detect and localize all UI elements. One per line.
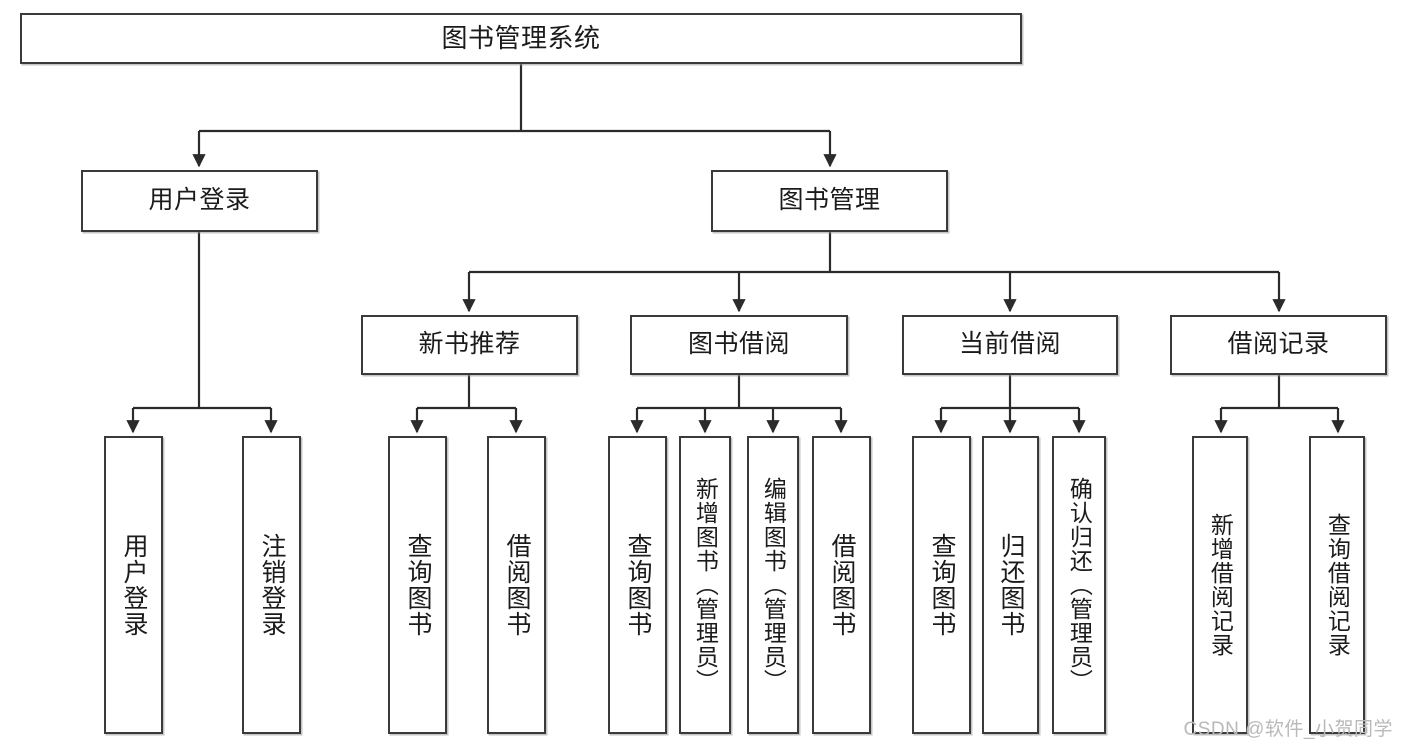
node-new-book-recommend[interactable]: 新书推荐: [361, 315, 578, 375]
node-current-borrow[interactable]: 当前借阅: [902, 315, 1118, 375]
leaf-current-query-book[interactable]: 查询图书: [912, 436, 971, 734]
node-label: 图书管理系统: [441, 23, 601, 54]
leaf-borrow-borrow-book[interactable]: 借阅图书: [812, 436, 871, 734]
node-book-borrow[interactable]: 图书借阅: [630, 315, 848, 375]
node-label: 归还图书: [997, 533, 1025, 637]
leaf-record-add-record[interactable]: 新增借阅记录: [1192, 436, 1248, 734]
leaf-record-query-record[interactable]: 查询借阅记录: [1309, 436, 1365, 734]
node-label: 新增图书（管理员）: [692, 477, 719, 693]
node-label: 编辑图书（管理员）: [760, 477, 787, 693]
leaf-borrow-add-book-admin[interactable]: 新增图书（管理员）: [679, 436, 731, 734]
node-label: 确认归还（管理员）: [1066, 477, 1093, 693]
node-label: 用户登录: [120, 533, 148, 637]
node-label: 新书推荐: [418, 330, 521, 359]
leaf-user-login-login[interactable]: 用户登录: [104, 436, 163, 734]
watermark-text: CSDN @软件_小贺同学: [1183, 719, 1393, 740]
node-label: 图书借阅: [687, 330, 790, 359]
leaf-current-return-book[interactable]: 归还图书: [982, 436, 1039, 734]
node-user-login[interactable]: 用户登录: [81, 170, 318, 232]
node-label: 借阅记录: [1227, 330, 1330, 359]
leaf-recommend-query-book[interactable]: 查询图书: [388, 436, 447, 734]
node-label: 新增借阅记录: [1207, 513, 1234, 657]
node-label: 查询借阅记录: [1324, 513, 1351, 657]
node-label: 注销登录: [258, 533, 286, 637]
node-borrow-record[interactable]: 借阅记录: [1170, 315, 1387, 375]
node-label: 查询图书: [624, 533, 652, 637]
leaf-current-confirm-return-admin[interactable]: 确认归还（管理员）: [1052, 436, 1106, 734]
node-label: 借阅图书: [503, 533, 531, 637]
leaf-borrow-query-book[interactable]: 查询图书: [608, 436, 667, 734]
node-book-management[interactable]: 图书管理: [711, 170, 948, 232]
node-label: 借阅图书: [828, 533, 856, 637]
node-label: 查询图书: [928, 533, 956, 637]
node-root-book-management-system[interactable]: 图书管理系统: [20, 13, 1022, 64]
node-label: 用户登录: [148, 186, 251, 215]
leaf-user-login-logout[interactable]: 注销登录: [242, 436, 301, 734]
leaf-recommend-borrow-book[interactable]: 借阅图书: [487, 436, 546, 734]
leaf-borrow-edit-book-admin[interactable]: 编辑图书（管理员）: [747, 436, 799, 734]
node-label: 查询图书: [404, 533, 432, 637]
node-label: 当前借阅: [958, 330, 1061, 359]
node-label: 图书管理: [778, 186, 881, 215]
